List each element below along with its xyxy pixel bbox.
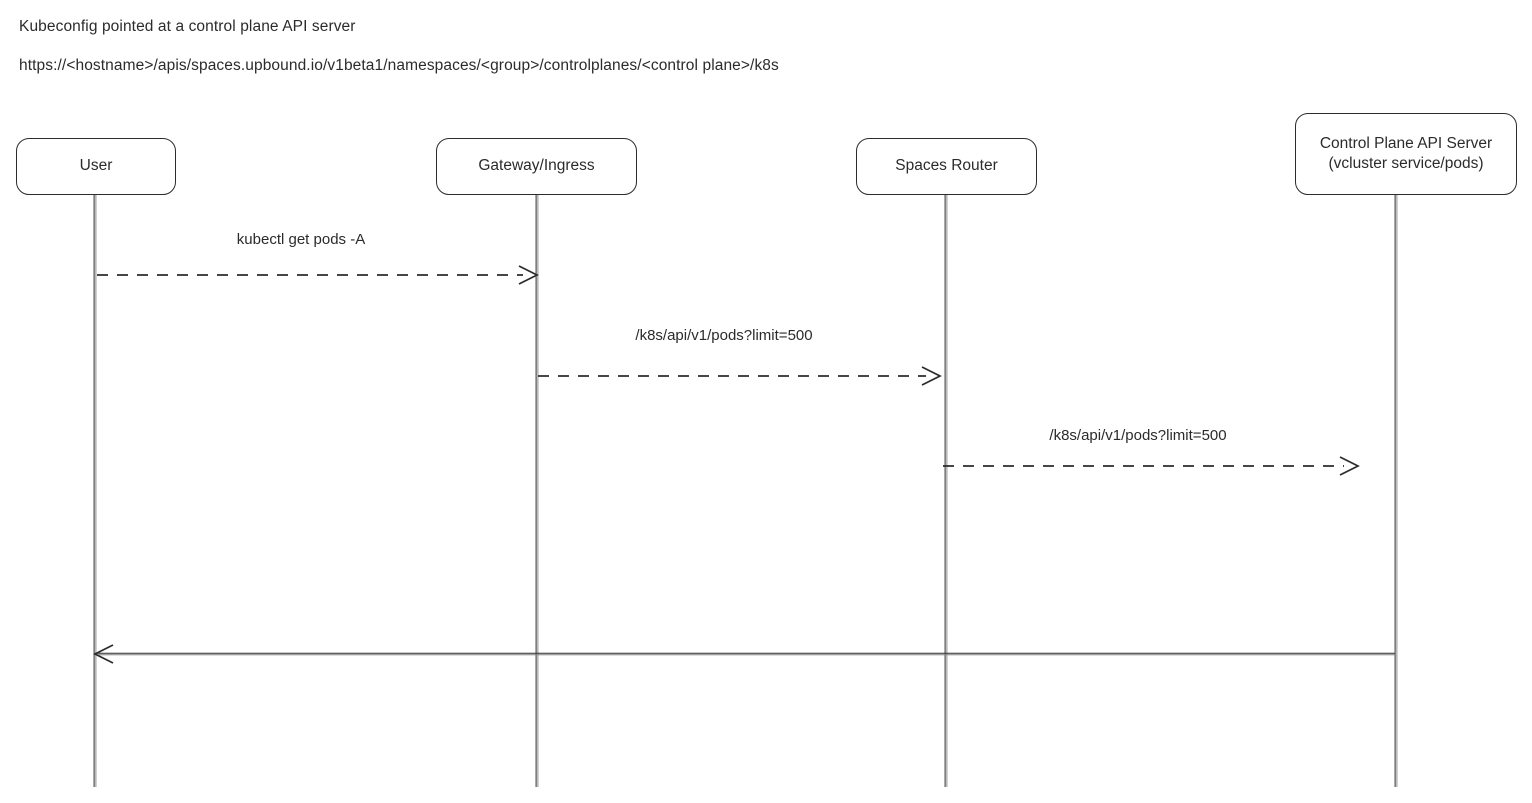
message-arrowhead xyxy=(518,265,539,285)
message-arrowhead xyxy=(921,366,942,386)
message-label-msg-pods-limit-router-to-apiserver: /k8s/api/v1/pods?limit=500 xyxy=(1049,427,1227,444)
participant-box-user[interactable]: User xyxy=(16,138,176,195)
message-label-msg-kubectl-get-pods: kubectl get pods -A xyxy=(236,231,366,248)
lifelines-group xyxy=(93,195,1398,787)
message-arrowhead xyxy=(93,644,114,664)
participant-label-line: Gateway/Ingress xyxy=(478,157,595,175)
participant-label-gateway: Gateway/Ingress xyxy=(478,156,594,176)
participant-label-line: (vcluster service/pods) xyxy=(1328,155,1484,172)
message-msg-pods-limit-router-to-apiserver xyxy=(943,456,1360,476)
message-arrowhead xyxy=(1339,456,1360,476)
messages-group xyxy=(93,265,1395,664)
header-url: https://<hostname>/apis/spaces.upbound.i… xyxy=(19,57,779,74)
participant-label-control-plane-api-server: Control Plane API Server (vcluster servic… xyxy=(1320,134,1492,175)
message-msg-pods-limit-gateway-to-router xyxy=(538,366,942,386)
participant-box-gateway[interactable]: Gateway/Ingress xyxy=(436,138,637,195)
participant-label-line: Spaces Router xyxy=(895,157,998,175)
participant-label-line: Control Plane API Server xyxy=(1319,134,1493,152)
participant-label-line: User xyxy=(79,157,113,175)
participant-label-spaces-router: Spaces Router xyxy=(895,156,998,176)
message-msg-response-to-user xyxy=(93,644,1395,664)
header-title: Kubeconfig pointed at a control plane AP… xyxy=(19,18,356,35)
message-msg-kubectl-get-pods xyxy=(97,265,539,285)
participant-label-user: User xyxy=(80,156,113,176)
participant-box-spaces-router[interactable]: Spaces Router xyxy=(856,138,1037,195)
message-label-msg-pods-limit-gateway-to-router: /k8s/api/v1/pods?limit=500 xyxy=(635,327,813,344)
participant-box-control-plane-api-server[interactable]: Control Plane API Server (vcluster servic… xyxy=(1295,113,1517,195)
